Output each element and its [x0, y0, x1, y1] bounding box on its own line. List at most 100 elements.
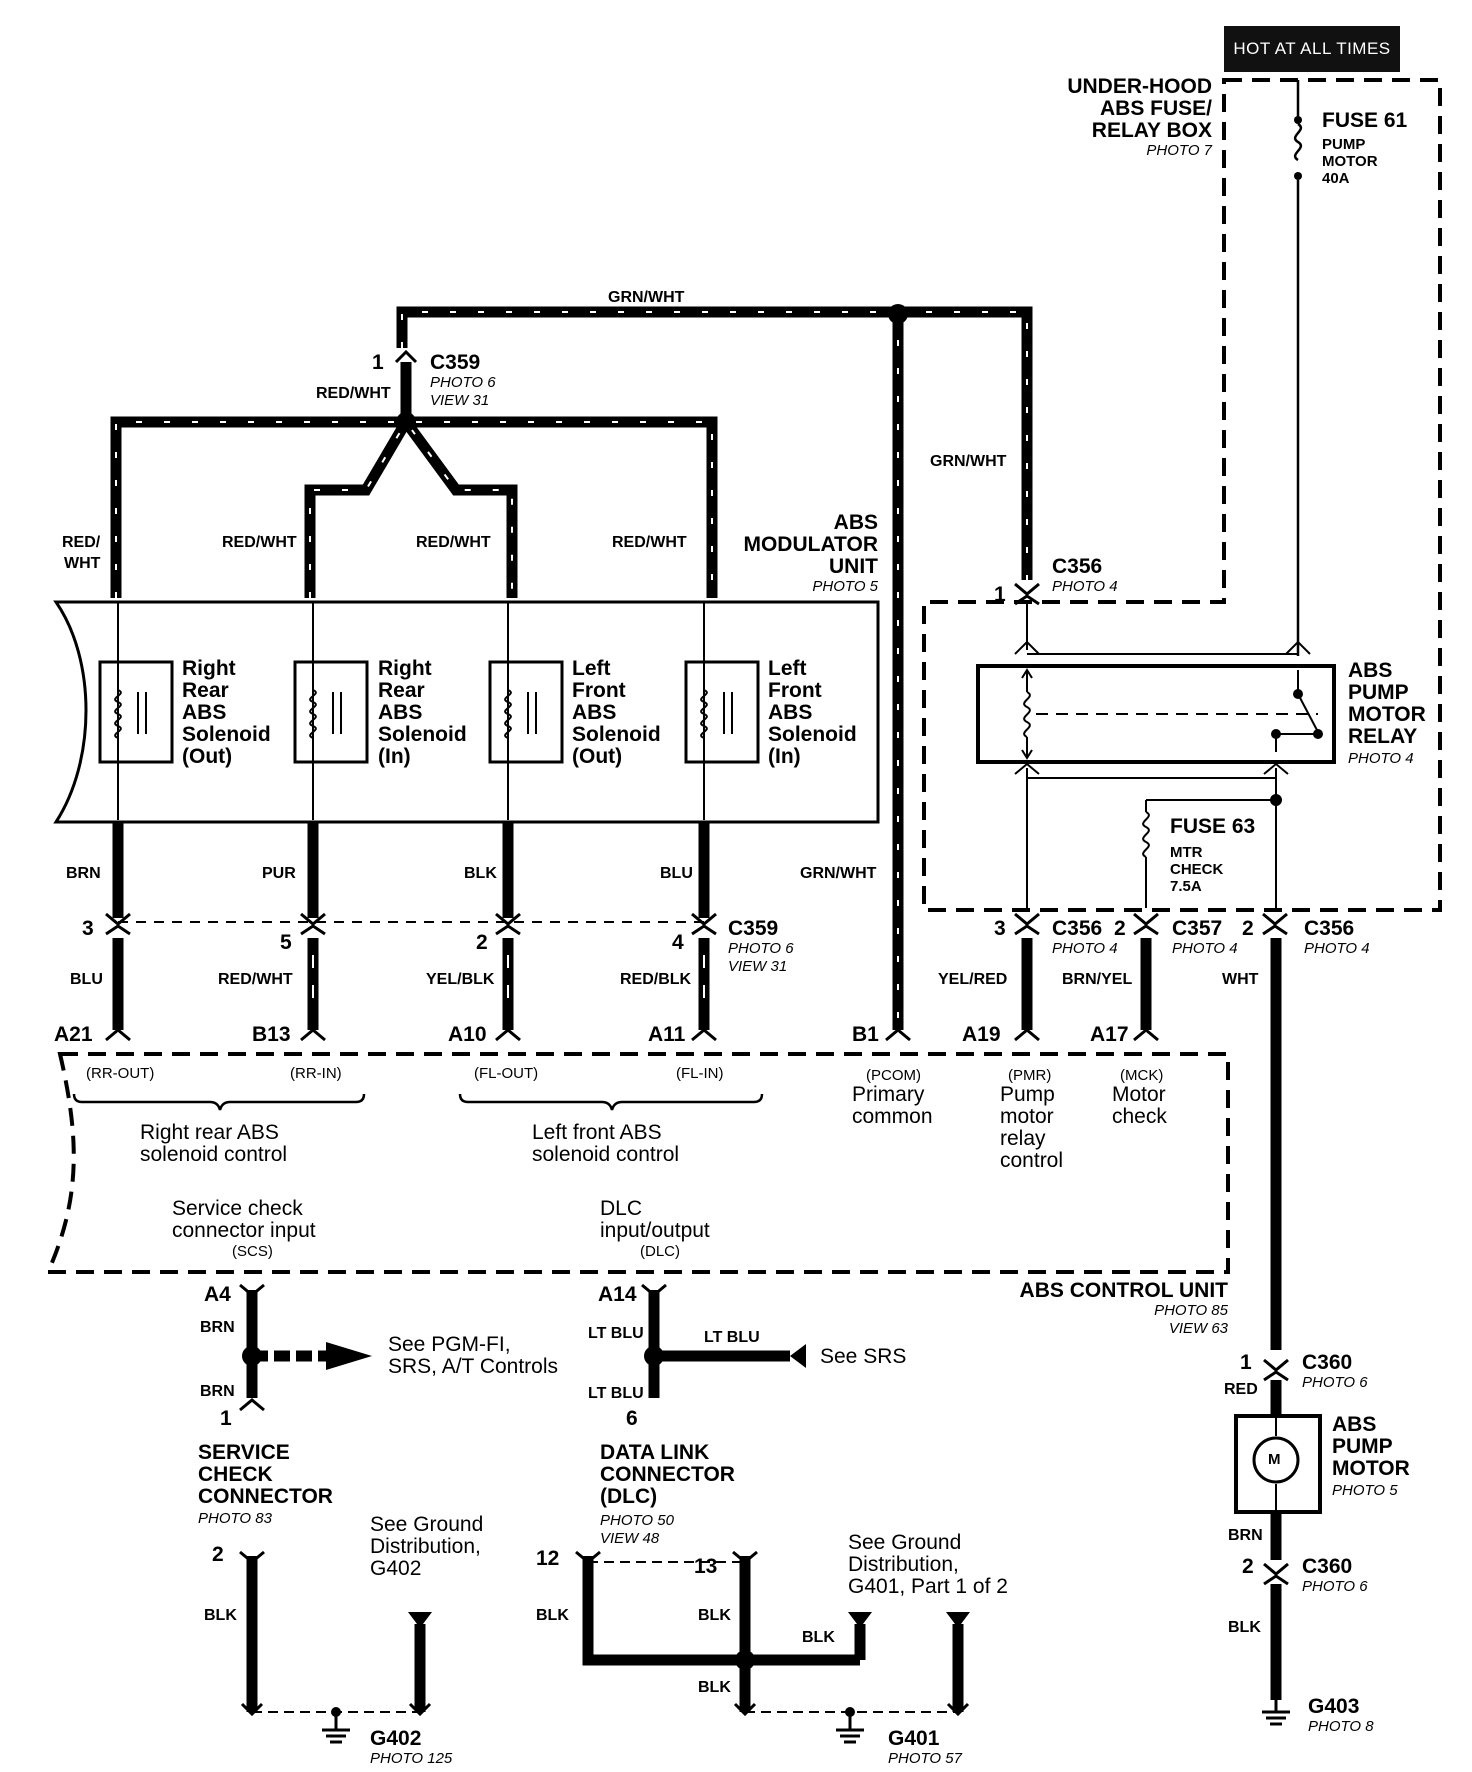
- red-wht-wires: [110, 349, 718, 598]
- g401-ref-1: See Ground: [848, 1531, 962, 1554]
- solenoid-4-line-3: ABS: [768, 701, 813, 724]
- wire-label-wht: WHT: [1222, 971, 1259, 988]
- fuse-63-desc-3: 7.5A: [1170, 878, 1202, 895]
- scs-title-3: CONNECTOR: [198, 1485, 333, 1508]
- ecu-braces: [72, 1093, 764, 1111]
- ecu-rr-in: (RR-IN): [290, 1065, 342, 1082]
- solenoid-2-line-5: (In): [378, 745, 411, 768]
- solenoid-thin-leads: [117, 602, 705, 820]
- solenoid-3-line-3: ABS: [572, 701, 617, 724]
- wire-label-lt-blu-3: LT BLU: [588, 1385, 644, 1402]
- pin-5-c359: 5: [280, 931, 292, 954]
- ground-g401: G401: [888, 1727, 940, 1750]
- scs-title-1: SERVICE: [198, 1441, 290, 1464]
- ecu-rr-control-1: Right rear ABS: [140, 1121, 279, 1144]
- connector-ticks: [105, 582, 1288, 936]
- ecu-mck-2: check: [1112, 1105, 1167, 1128]
- pgm-ref-1: See PGM-FI,: [388, 1333, 511, 1356]
- dlc-title-1: DATA LINK: [600, 1441, 710, 1464]
- ecu-fl-in: (FL-IN): [676, 1065, 724, 1082]
- pin-a19: A19: [962, 1023, 1001, 1046]
- relay-title-2: PUMP: [1348, 681, 1409, 704]
- ecu-pcom: (PCOM): [866, 1067, 921, 1084]
- modulator-title-3: UNIT: [829, 555, 878, 578]
- modulator-unit-outline: [53, 600, 880, 824]
- ground-g402-photo: PHOTO 125: [370, 1750, 453, 1767]
- dlc-title-3: (DLC): [600, 1485, 658, 1508]
- c359-lower-view: VIEW 31: [728, 958, 788, 975]
- wire-label-brn: BRN: [66, 865, 101, 882]
- dlc-title-2: CONNECTOR: [600, 1463, 735, 1486]
- modulator-title-1: ABS: [833, 511, 878, 534]
- ecu-scs-code: (SCS): [232, 1243, 273, 1260]
- wire-label-yel-blk: YEL/BLK: [426, 971, 495, 988]
- ecu-pcom-1: Primary: [852, 1083, 925, 1106]
- solenoid-output-wires: [112, 822, 710, 1030]
- wire-label-red-wht-split-1: RED/: [62, 534, 101, 551]
- wire-label-blk-dlc-2: BLK: [698, 1607, 731, 1624]
- stripe-marks: [312, 955, 705, 998]
- solenoid-3-line-4: Solenoid: [572, 723, 661, 746]
- wire-label-grn-wht-top: GRN/WHT: [608, 289, 685, 306]
- wire-label-brn-motor: BRN: [1228, 1527, 1263, 1544]
- pump-motor-photo: PHOTO 5: [1332, 1482, 1398, 1499]
- c359-lower-photo: PHOTO 6: [728, 940, 794, 957]
- solenoid-4-line-5: (In): [768, 745, 801, 768]
- fuse-61-desc-1: PUMP: [1322, 136, 1366, 153]
- wire-label-lt-blu-1: LT BLU: [588, 1325, 644, 1342]
- pin-2-c359: 2: [476, 931, 488, 954]
- ecu-pmr-3: relay: [1000, 1127, 1046, 1150]
- ecu-scs-2: connector input: [172, 1219, 316, 1242]
- ecu-pmr-4: control: [1000, 1149, 1064, 1172]
- pin-b13: B13: [252, 1023, 291, 1046]
- g402-ref-1: See Ground: [370, 1513, 484, 1536]
- c360-bottom-photo: PHOTO 6: [1302, 1578, 1368, 1595]
- c359-top-photo: PHOTO 6: [430, 374, 496, 391]
- wire-label-red-wht-b13: RED/WHT: [218, 971, 293, 988]
- wire-label-red-wht-3: RED/WHT: [416, 534, 491, 551]
- control-unit-view: VIEW 63: [1168, 1320, 1228, 1337]
- solenoid-1-line-5: (Out): [182, 745, 233, 768]
- ecu-dlc-code: (DLC): [640, 1243, 680, 1260]
- fuse-61-label: FUSE 61: [1322, 109, 1408, 132]
- pump-motor-wiring: [1234, 1358, 1322, 1726]
- wire-label-blk-dlc-4: BLK: [698, 1679, 731, 1696]
- c360-bottom-label: C360: [1302, 1555, 1353, 1578]
- wire-label-grn-wht-right: GRN/WHT: [930, 453, 1007, 470]
- wire-label-blk-motor: BLK: [1228, 1619, 1261, 1636]
- pin-1-c356-top: 1: [994, 583, 1006, 606]
- wire-label-blk-scs: BLK: [204, 1607, 237, 1624]
- c356-right-label: C356: [1304, 917, 1355, 940]
- g402-ref-2: Distribution,: [370, 1535, 481, 1558]
- ecu-scs-1: Service check: [172, 1197, 303, 1220]
- wire-label-red: RED: [1224, 1381, 1258, 1398]
- pin-2-c356-right: 2: [1242, 917, 1254, 940]
- c360-top-photo: PHOTO 6: [1302, 1374, 1368, 1391]
- pin-6-dlc: 6: [626, 1407, 638, 1430]
- fuse-63-label: FUSE 63: [1170, 815, 1256, 838]
- c356-top-photo: PHOTO 4: [1052, 578, 1118, 595]
- pump-motor-title-1: ABS: [1332, 1413, 1377, 1436]
- ecu-fl-control-1: Left front ABS: [532, 1121, 662, 1144]
- fuse-box-photo: PHOTO 7: [1146, 142, 1212, 159]
- pin-a21: A21: [54, 1023, 93, 1046]
- dlc-view: VIEW 48: [600, 1530, 660, 1547]
- solenoid-4-line-2: Front: [768, 679, 822, 702]
- wire-label-blk-dlc-3: BLK: [802, 1629, 835, 1646]
- ground-g402: G402: [370, 1727, 422, 1750]
- fuse-box-title-1: UNDER-HOOD: [1067, 75, 1212, 98]
- wire-label-blk-dlc-1: BLK: [536, 1607, 569, 1624]
- fuse-63-desc-1: MTR: [1170, 844, 1203, 861]
- wire-label-pur: PUR: [262, 865, 296, 882]
- pin-1-c359-top: 1: [372, 351, 384, 374]
- scs-photo: PHOTO 83: [198, 1510, 272, 1527]
- solenoid-2-line-3: ABS: [378, 701, 423, 724]
- pin-2-c357: 2: [1114, 917, 1126, 940]
- ecu-mck-1: Motor: [1112, 1083, 1166, 1106]
- c360-top-label: C360: [1302, 1351, 1353, 1374]
- scs-title-2: CHECK: [198, 1463, 273, 1486]
- fuse-box-title-3: RELAY BOX: [1091, 119, 1212, 142]
- ecu-rr-out: (RR-OUT): [86, 1065, 155, 1082]
- wire-label-brn-scs-1: BRN: [200, 1319, 235, 1336]
- ecu-dlc-1: DLC: [600, 1197, 643, 1220]
